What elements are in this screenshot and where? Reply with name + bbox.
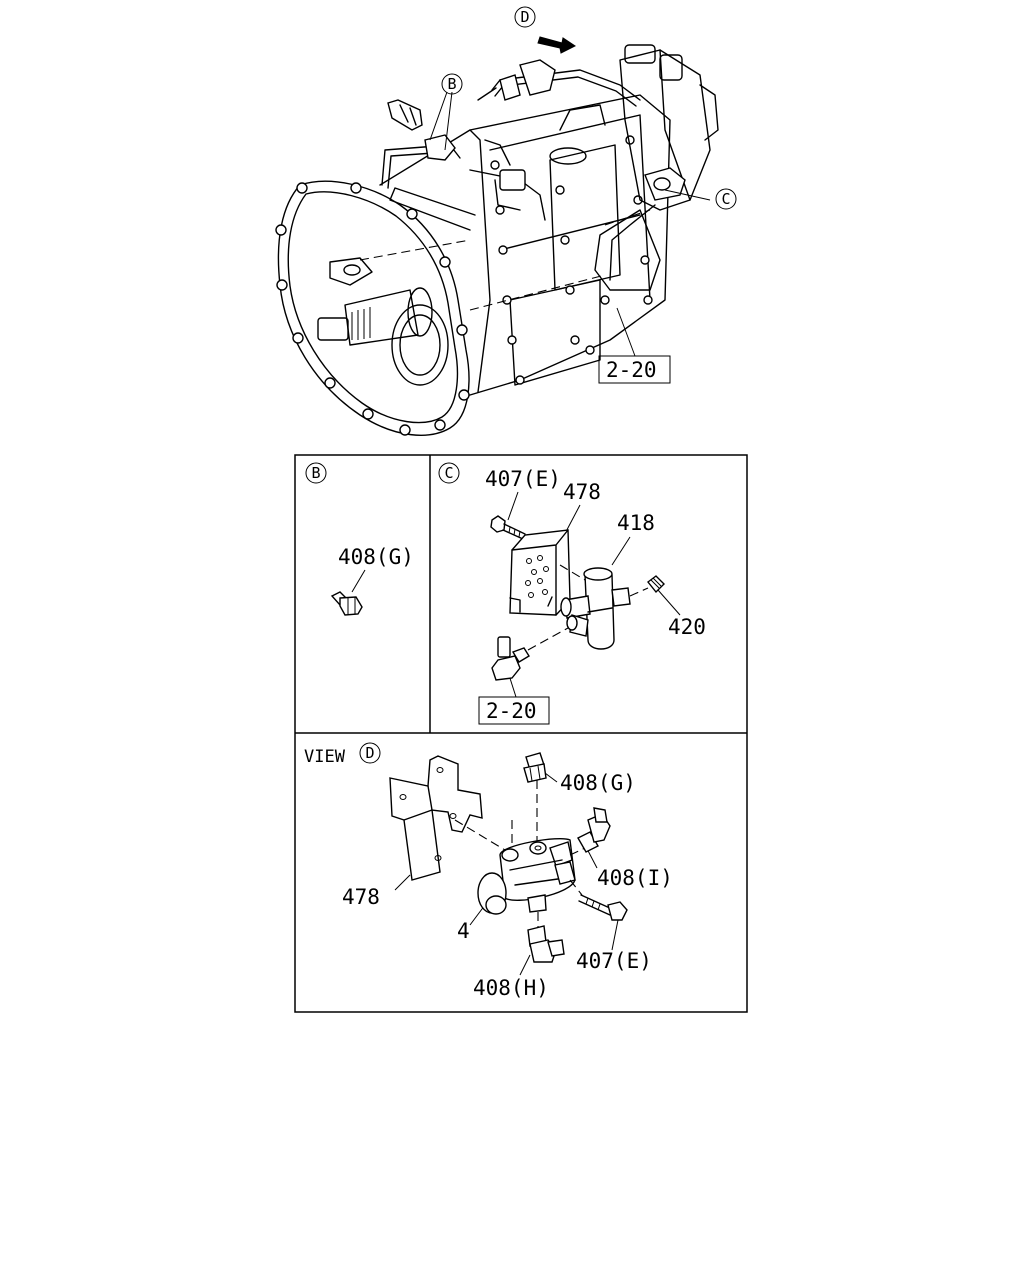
panel-d-marker: D	[365, 744, 374, 762]
ref-box-c: 2-20	[486, 699, 537, 723]
panel-c-marker: C	[444, 464, 453, 482]
label-478-c: 478	[563, 480, 601, 504]
label-420-c: 420	[668, 615, 706, 639]
panel-b: B 408(G)	[305, 462, 414, 616]
bolt-407e-d-drawing	[578, 894, 628, 921]
plug-420-drawing	[647, 575, 665, 594]
view-direction-arrow	[537, 36, 576, 54]
panel-b-marker: B	[311, 464, 320, 482]
view-d-marker: D	[520, 8, 529, 26]
label-478-d: 478	[342, 885, 380, 909]
label-418-c: 418	[617, 511, 655, 535]
view-label: VIEW	[304, 747, 346, 767]
bracket-478-drawing	[509, 529, 571, 616]
label-407e-d: 407(E)	[576, 949, 652, 973]
valve-418-drawing	[560, 567, 631, 650]
panel-d: VIEW D 408(G) 408(I) 478 4 407(E) 408(H)	[304, 742, 673, 1000]
bolt-407e-drawing	[490, 515, 526, 540]
elbow-408i-drawing	[577, 807, 611, 853]
detail-panels-frame	[294, 454, 748, 1013]
main-view-callouts: D B C 2-20	[441, 6, 737, 384]
label-408g-b: 408(G)	[338, 545, 414, 569]
label-408i-d: 408(I)	[597, 866, 673, 890]
bracket-478-d-drawing	[389, 755, 483, 881]
panel-c: C 407(E) 478 418 420 2-20	[438, 462, 706, 725]
main-view-leaders	[429, 91, 711, 357]
label-408h-d: 408(H)	[473, 976, 549, 1000]
label-4-d: 4	[457, 919, 470, 943]
valve-4-drawing	[477, 837, 576, 915]
elbow-408h-drawing	[527, 925, 565, 963]
fitting-408g-d-drawing	[523, 752, 547, 783]
ref-box-main: 2-20	[606, 358, 657, 382]
fitting-2-20-drawing	[491, 636, 530, 681]
label-407e-c: 407(E)	[485, 467, 561, 491]
detail-c-marker: C	[721, 190, 730, 208]
detail-b-marker: B	[447, 75, 456, 93]
fitting-408g-drawing	[330, 591, 363, 616]
label-408g-d: 408(G)	[560, 771, 636, 795]
transmission-assembly-drawing	[275, 44, 719, 436]
